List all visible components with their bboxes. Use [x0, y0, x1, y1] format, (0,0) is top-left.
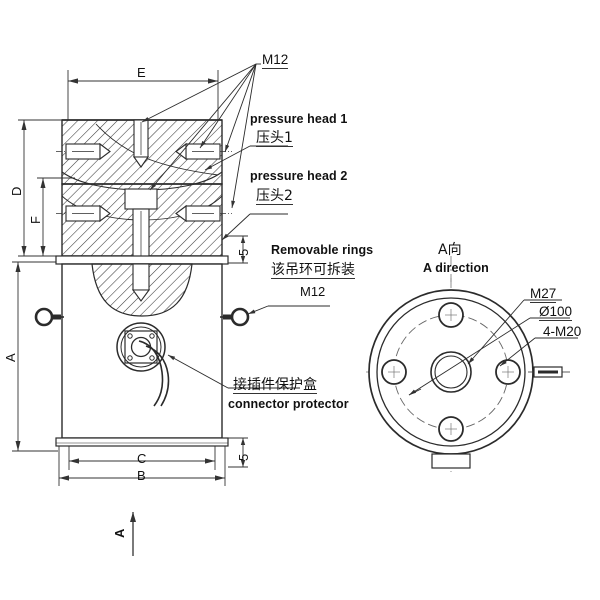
- dimension-label-c: C: [137, 451, 147, 466]
- bottom-tab: [431, 453, 471, 469]
- m27-label: M27: [530, 286, 557, 303]
- dimension-label-f: F: [28, 216, 43, 224]
- removable-rings-label-en: Removable rings: [271, 243, 374, 257]
- dimension-five-upper: [228, 235, 248, 264]
- dimension-a: [12, 261, 58, 452]
- a-direction-label-en: A direction: [423, 261, 489, 275]
- side-bolt-upper-right: [175, 142, 232, 161]
- dimension-label-d: D: [9, 186, 24, 196]
- a-direction-label-cn: A向: [438, 242, 462, 258]
- four-m20-leader: [499, 337, 578, 367]
- internal-nose-section: [91, 263, 193, 317]
- diameter-100-leader: [408, 317, 570, 396]
- connector-protector-assembly: [116, 322, 170, 407]
- lifting-ring-left: [34, 307, 64, 327]
- dimension-five-lower: [228, 437, 248, 468]
- pressure-head-2-label-cn: 压头2: [256, 188, 293, 205]
- dimension-c: [68, 446, 216, 470]
- m12-leader-lines: [141, 63, 261, 209]
- connector-protector-label-en: connector protector: [228, 397, 349, 411]
- dimension-label-e: E: [137, 65, 146, 80]
- dimension-b: [58, 446, 226, 486]
- pressure-head-2-label-en: pressure head 2: [250, 169, 348, 183]
- removable-ring-leader: [247, 305, 330, 315]
- section-arrow-a: [130, 512, 136, 556]
- side-bolt-lower-left: [56, 204, 111, 223]
- m27-leader: [467, 299, 562, 365]
- pressure-head-1-label-cn: 压头1: [256, 130, 293, 147]
- lifting-ring-right: [220, 307, 250, 327]
- dimension-label-five-upper: 5: [236, 248, 251, 256]
- connector-protector-label-cn: 接插件保护盒: [233, 377, 317, 394]
- four-m20-label: 4-M20: [543, 324, 582, 339]
- side-bolt-lower-right: [175, 204, 232, 223]
- diameter-100-label: Ø100: [539, 304, 573, 321]
- dimension-label-b: B: [137, 468, 146, 483]
- pressure-head-2-leader: [221, 213, 288, 241]
- removable-rings-label-cn: 该吊环可拆装: [271, 262, 355, 279]
- side-bolt-upper-left: [56, 142, 111, 161]
- connector-protector-leader: [167, 354, 300, 389]
- dimension-label-five-lower: 5: [236, 453, 251, 461]
- top-flange-plate: [55, 255, 229, 265]
- dimension-f: [37, 177, 75, 257]
- m12-top-label: M12: [262, 52, 289, 69]
- dimension-label-a: A: [3, 353, 18, 362]
- section-arrow-label-a: A: [112, 528, 127, 538]
- removable-rings-size-label: M12: [300, 284, 326, 299]
- side-connector-nub: [528, 366, 570, 378]
- a-direction-view: [366, 256, 578, 472]
- bottom-flange-plate: [55, 437, 229, 447]
- center-bolt-upper: [132, 119, 150, 168]
- pressure-head-1-label-en: pressure head 1: [250, 112, 348, 126]
- dimension-e: [67, 70, 219, 120]
